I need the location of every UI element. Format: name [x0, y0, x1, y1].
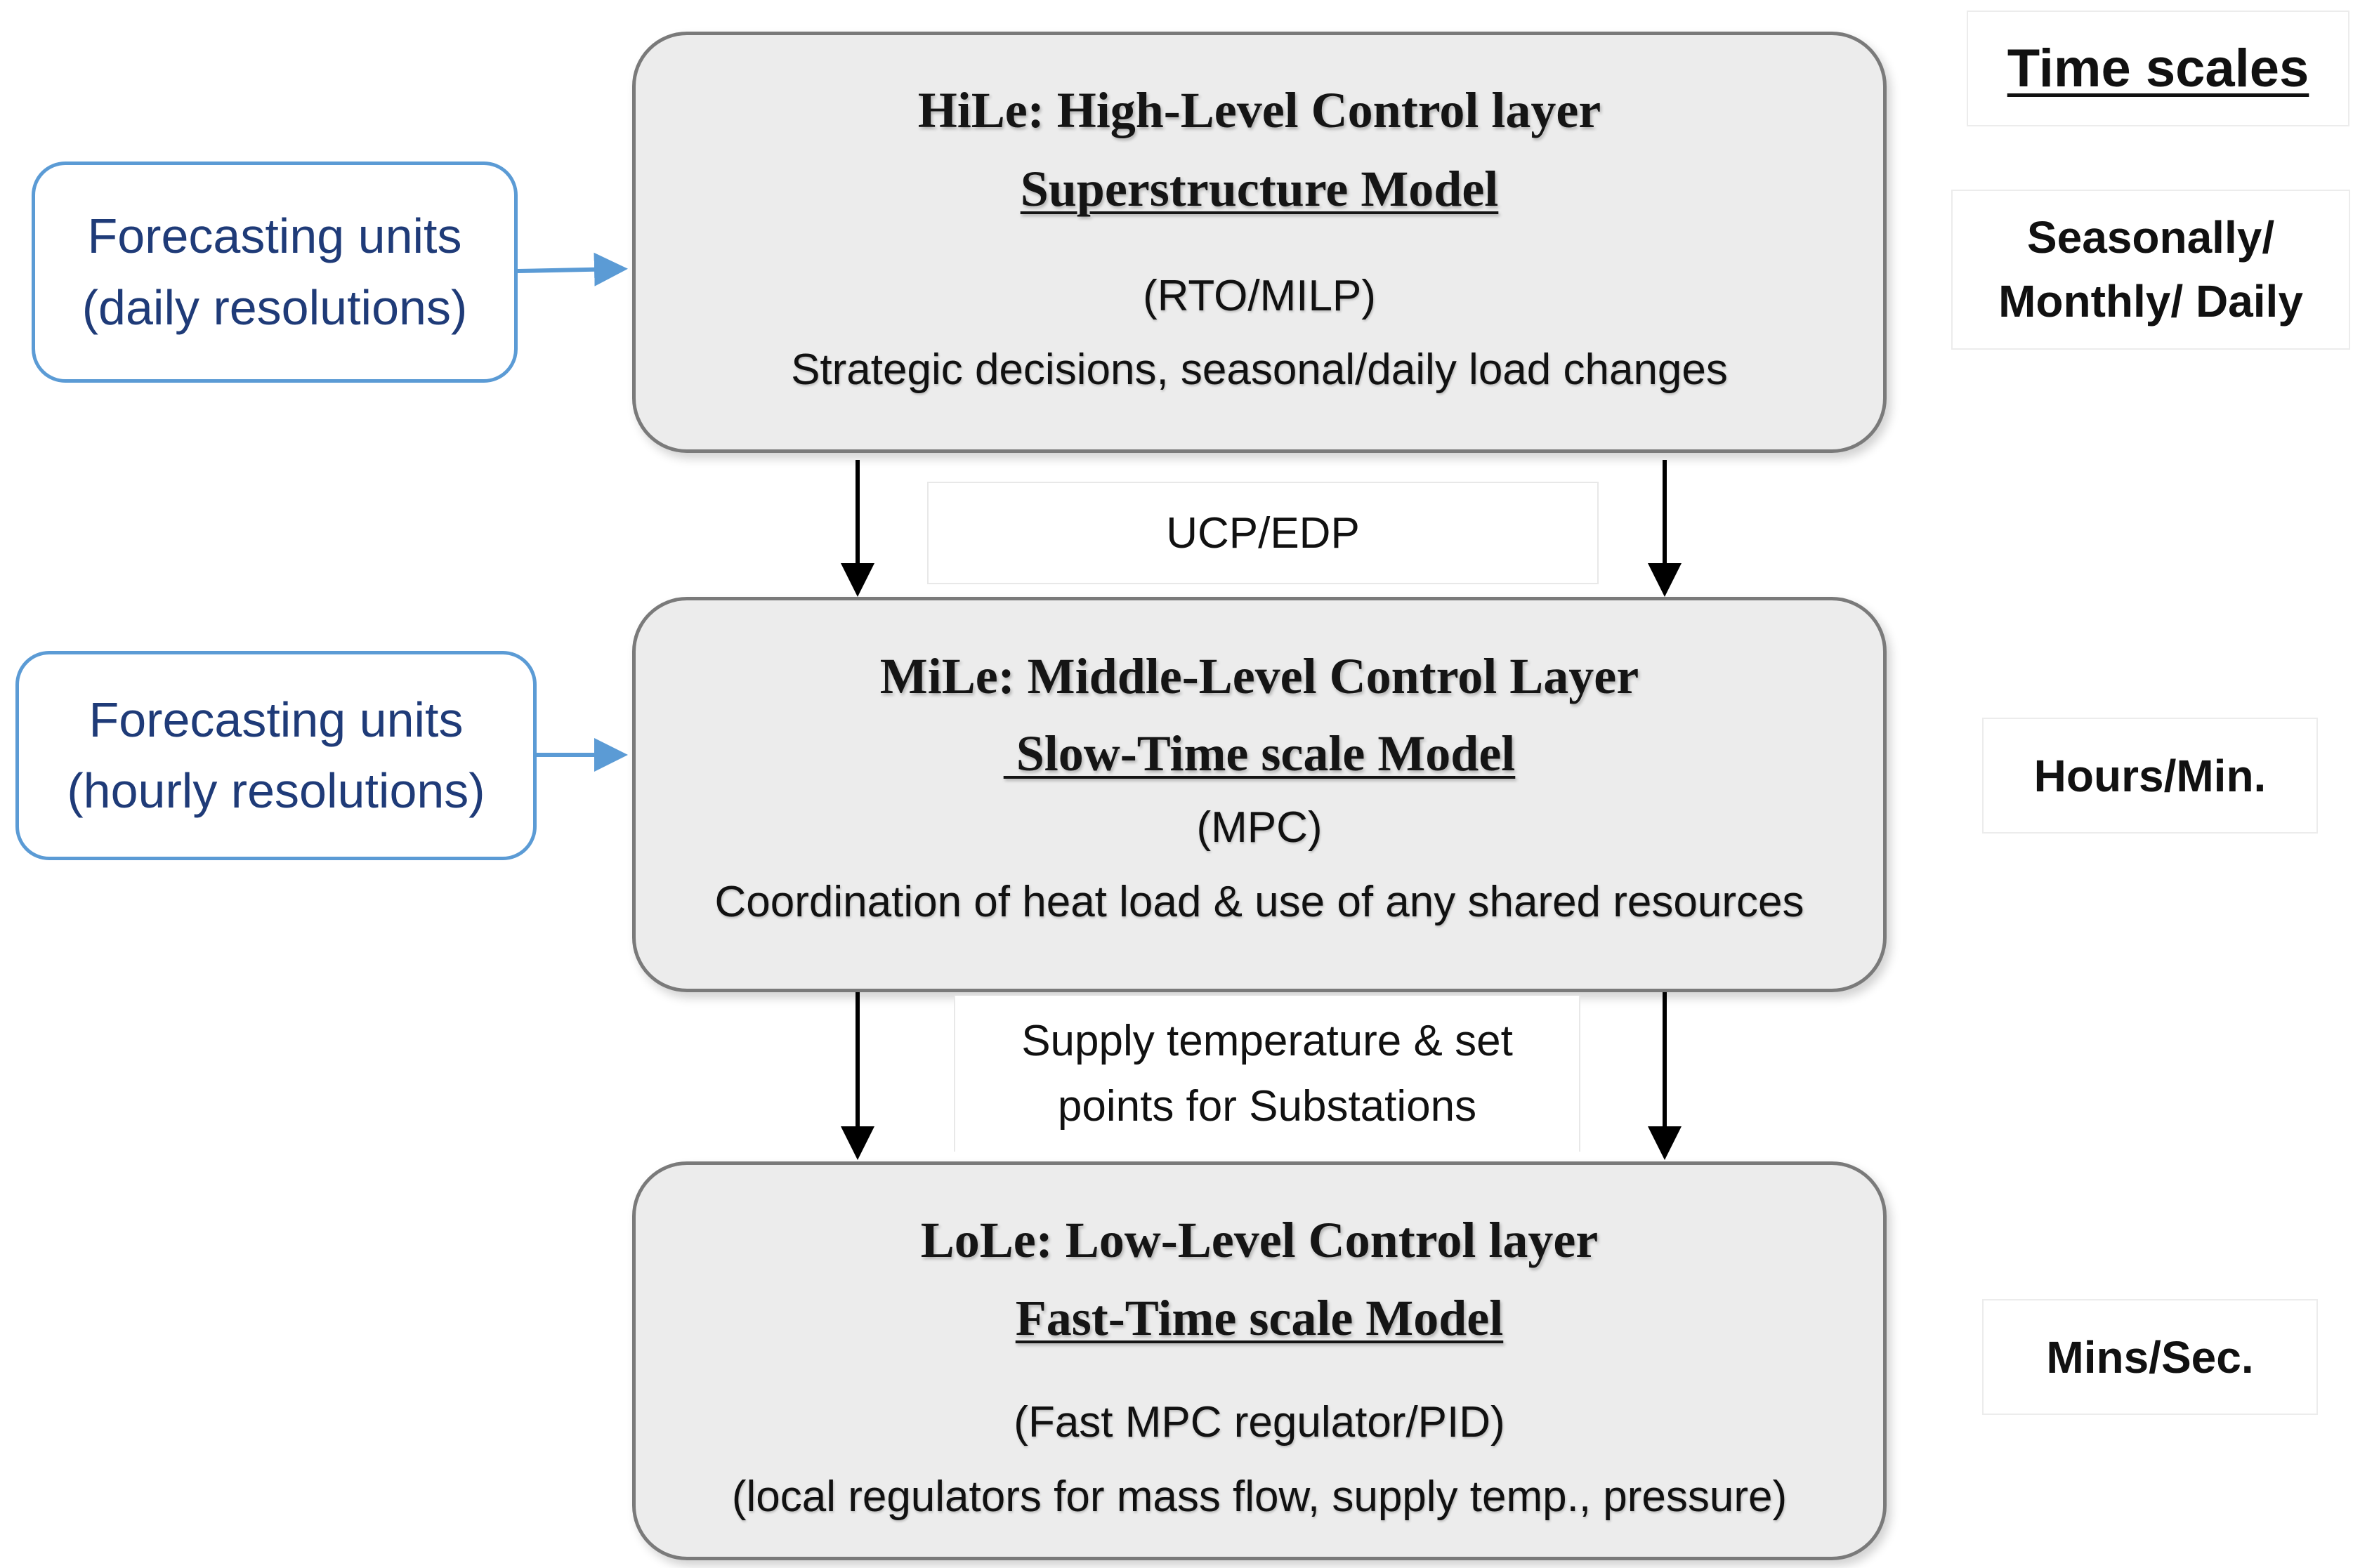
forecasting-units-daily-box: Forecasting units (daily resolutions) — [32, 162, 518, 383]
hile-layer-box: HiLe: High-Level Control layer Superstru… — [632, 32, 1887, 453]
mile-method: (MPC) — [1196, 803, 1323, 852]
mile-layer-box: MiLe: Middle-Level Control Layer Slow-Ti… — [632, 597, 1887, 992]
forecasting-hourly-line1: Forecasting units — [89, 692, 464, 747]
supply-setpoints-label: Supply temperature & set points for Subs… — [954, 996, 1580, 1152]
lole-method: (Fast MPC regulator/PID) — [1014, 1398, 1505, 1447]
hile-description: Strategic decisions, seasonal/daily load… — [791, 345, 1728, 394]
ucp-edp-text: UCP/EDP — [1166, 508, 1360, 558]
time-scales-header-text: Time scales — [2007, 39, 2309, 98]
time-scale-hile: Seasonally/ Monthly/ Daily — [1951, 190, 2350, 350]
forecasting-daily-line1: Forecasting units — [87, 209, 462, 263]
mile-model: Slow-Time scale Model — [1003, 725, 1516, 782]
supply-setpoints-line2: points for Substations — [1057, 1082, 1477, 1131]
time-scale-mile-text: Hours/Min. — [2033, 750, 2267, 801]
time-scales-header: Time scales — [1967, 11, 2349, 126]
hile-method: (RTO/MILP) — [1143, 272, 1376, 320]
forecasting-daily-line2: (daily resolutions) — [81, 279, 468, 335]
forecasting-hourly-line2: (hourly resolutions) — [67, 763, 485, 818]
supply-setpoints-line1: Supply temperature & set — [1021, 1017, 1513, 1065]
hile-model: Superstructure Model — [1020, 161, 1499, 217]
time-scale-hile-line1: Seasonally/ — [2026, 212, 2275, 263]
time-scale-hile-line2: Monthly/ Daily — [1998, 276, 2303, 327]
time-scale-lole-text: Mins/Sec. — [2046, 1331, 2254, 1383]
time-scale-lole: Mins/Sec. — [1982, 1299, 2318, 1415]
mile-title: MiLe: Middle-Level Control Layer — [879, 648, 1639, 704]
ucp-edp-label: UCP/EDP — [927, 482, 1599, 584]
lole-description: (local regulators for mass flow, supply … — [731, 1473, 1788, 1521]
arrow-forecast-daily — [517, 252, 628, 286]
lole-title: LoLe: Low-Level Control layer — [920, 1212, 1599, 1268]
forecasting-units-hourly-box: Forecasting units (hourly resolutions) — [15, 651, 537, 860]
lole-layer-box: LoLe: Low-Level Control layer Fast-Time … — [632, 1161, 1887, 1560]
time-scale-mile: Hours/Min. — [1982, 718, 2318, 834]
hile-title: HiLe: High-Level Control layer — [917, 82, 1601, 138]
mile-description: Coordination of heat load & use of any s… — [714, 878, 1804, 926]
lole-model: Fast-Time scale Model — [1015, 1290, 1504, 1346]
